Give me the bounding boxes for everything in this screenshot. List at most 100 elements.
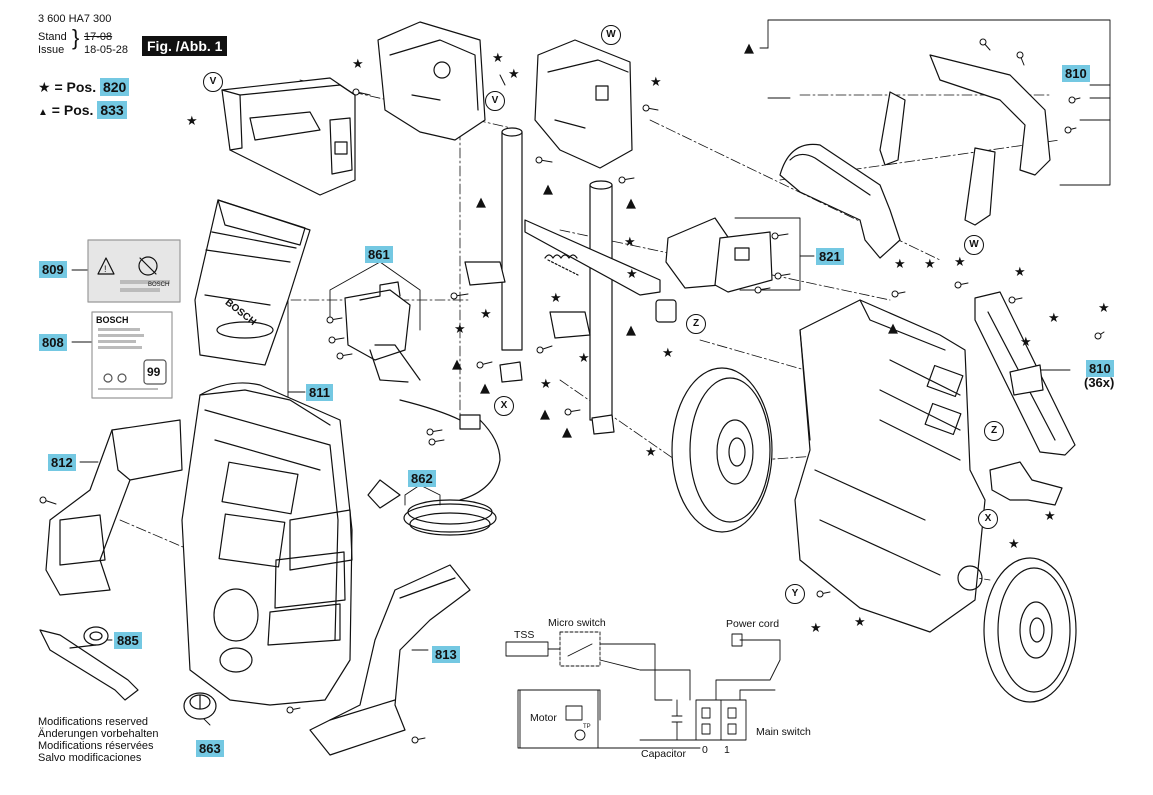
stand-label: Stand	[38, 31, 67, 43]
wiring-capacitor: Capacitor	[641, 748, 686, 760]
svg-text:★: ★	[954, 255, 966, 270]
knob-863	[183, 692, 217, 720]
svg-text:★: ★	[540, 377, 552, 392]
hose-holder-812	[45, 419, 183, 596]
callout-w-1: W	[601, 25, 621, 45]
handle-frame	[779, 54, 1051, 259]
modifications-en: Modifications reserved	[38, 716, 149, 728]
callout-x-1: X	[494, 396, 514, 416]
svg-text:★: ★	[1044, 509, 1056, 524]
rear-wheel	[671, 367, 773, 533]
screws	[39, 38, 1105, 744]
callout-v-1: V	[203, 72, 223, 92]
power-cord-862	[367, 399, 501, 536]
svg-text:▲: ▲	[452, 357, 462, 372]
svg-text:★: ★	[508, 67, 520, 82]
wiring-tp: TP	[583, 724, 591, 730]
svg-text:★: ★	[810, 621, 822, 636]
svg-text:★: ★	[550, 291, 562, 306]
cord-hook-part	[221, 77, 356, 196]
svg-text:▲: ▲	[888, 321, 898, 336]
front-cover-813	[309, 564, 471, 756]
legend-triangle: ▲ = Pos. 833	[38, 101, 127, 119]
brace-glyph: }	[72, 25, 80, 50]
svg-text:▲: ▲	[744, 41, 754, 56]
svg-text:★: ★	[894, 257, 906, 272]
svg-text:★: ★	[854, 615, 866, 630]
label-808-rating: 99	[147, 365, 161, 379]
svg-text:★: ★	[1008, 537, 1020, 552]
wiring-pos-1: 1	[724, 744, 730, 756]
hose-clip-821	[665, 217, 773, 293]
pump-shell-left	[377, 21, 486, 141]
wiring-motor: Motor	[530, 712, 557, 724]
tag-810-top: 810	[1062, 65, 1090, 82]
stand-value: 17-08	[84, 31, 113, 43]
svg-text:★: ★	[492, 51, 504, 66]
pump-shell-right	[534, 39, 633, 169]
tag-808: 808	[39, 334, 67, 351]
tag-813: 813	[432, 646, 460, 663]
svg-text:★: ★	[1098, 301, 1110, 316]
label-808-brand: BOSCH	[96, 315, 129, 325]
tag-812: 812	[48, 454, 76, 471]
callout-v-2: V	[485, 91, 505, 111]
label-809-brand: BOSCH	[148, 282, 170, 288]
modifications-de: Änderungen vorbehalten	[38, 728, 159, 740]
svg-text:★: ★	[626, 267, 638, 282]
front-wheel	[983, 557, 1077, 703]
svg-text:★: ★	[924, 257, 936, 272]
tag-809: 809	[39, 261, 67, 278]
svg-text:▲: ▲	[543, 182, 553, 197]
rating-label-808	[91, 311, 173, 399]
tag-861: 861	[365, 246, 393, 263]
svg-text:▲: ▲	[626, 196, 636, 211]
back-panel	[974, 291, 1076, 456]
tube-clips	[464, 261, 615, 435]
svg-text:★: ★	[1048, 311, 1060, 326]
svg-text:★: ★	[454, 322, 466, 337]
quantity-label: (36x)	[1084, 375, 1115, 390]
top-cover	[194, 199, 311, 366]
wiring-pos-0: 0	[702, 744, 708, 756]
svg-text:★: ★	[650, 75, 662, 90]
warning-label-809: !	[87, 239, 181, 303]
svg-text:★: ★	[480, 307, 492, 322]
issue-value: 18-05-28	[84, 44, 129, 56]
svg-text:▲: ▲	[476, 195, 486, 210]
tag-821: 821	[816, 248, 844, 265]
side-clip	[989, 461, 1063, 506]
wiring-micro-switch: Micro switch	[548, 617, 606, 629]
svg-text:★: ★	[1020, 335, 1032, 350]
wiring-diagram	[505, 631, 781, 749]
marker-symbols: ★ ★ ★ ★ ★ ▲ ▲ ▲ ★ ★ ★ ★ ★ ★ ▲ ★ ★ ▲ ▲ ▲ …	[186, 41, 1110, 636]
figure-label: Fig. /Abb. 1	[142, 36, 228, 56]
callout-y: Y	[785, 584, 805, 604]
modifications-es: Salvo modificaciones	[38, 752, 142, 764]
callout-w-2: W	[964, 235, 984, 255]
svg-text:▲: ▲	[540, 407, 550, 422]
chassis	[794, 299, 986, 633]
svg-text:▲: ▲	[480, 381, 490, 396]
tag-810-right: 810	[1086, 360, 1114, 377]
tag-863: 863	[196, 740, 224, 757]
tag-862: 862	[408, 470, 436, 487]
wiring-main-switch: Main switch	[756, 726, 811, 738]
lever-and-spring	[524, 219, 677, 323]
svg-text:★: ★	[624, 235, 636, 250]
svg-text:★: ★	[578, 351, 590, 366]
callout-x-2: X	[978, 509, 998, 529]
wiring-tss: TSS	[514, 629, 535, 641]
svg-text:★: ★	[645, 445, 657, 460]
legend-pos-820: 820	[99, 78, 130, 96]
modifications-fr: Modifications réservées	[38, 740, 154, 752]
svg-text:!: !	[104, 264, 107, 274]
svg-text:▲: ▲	[562, 425, 572, 440]
callout-z-2: Z	[984, 421, 1004, 441]
star-icon: ★	[38, 79, 51, 95]
svg-text:★: ★	[1014, 265, 1026, 280]
triangle-icon: ▲	[38, 107, 48, 118]
legend-pos-833: 833	[97, 101, 127, 119]
svg-text:★: ★	[352, 57, 364, 72]
pipe-885	[39, 626, 139, 701]
